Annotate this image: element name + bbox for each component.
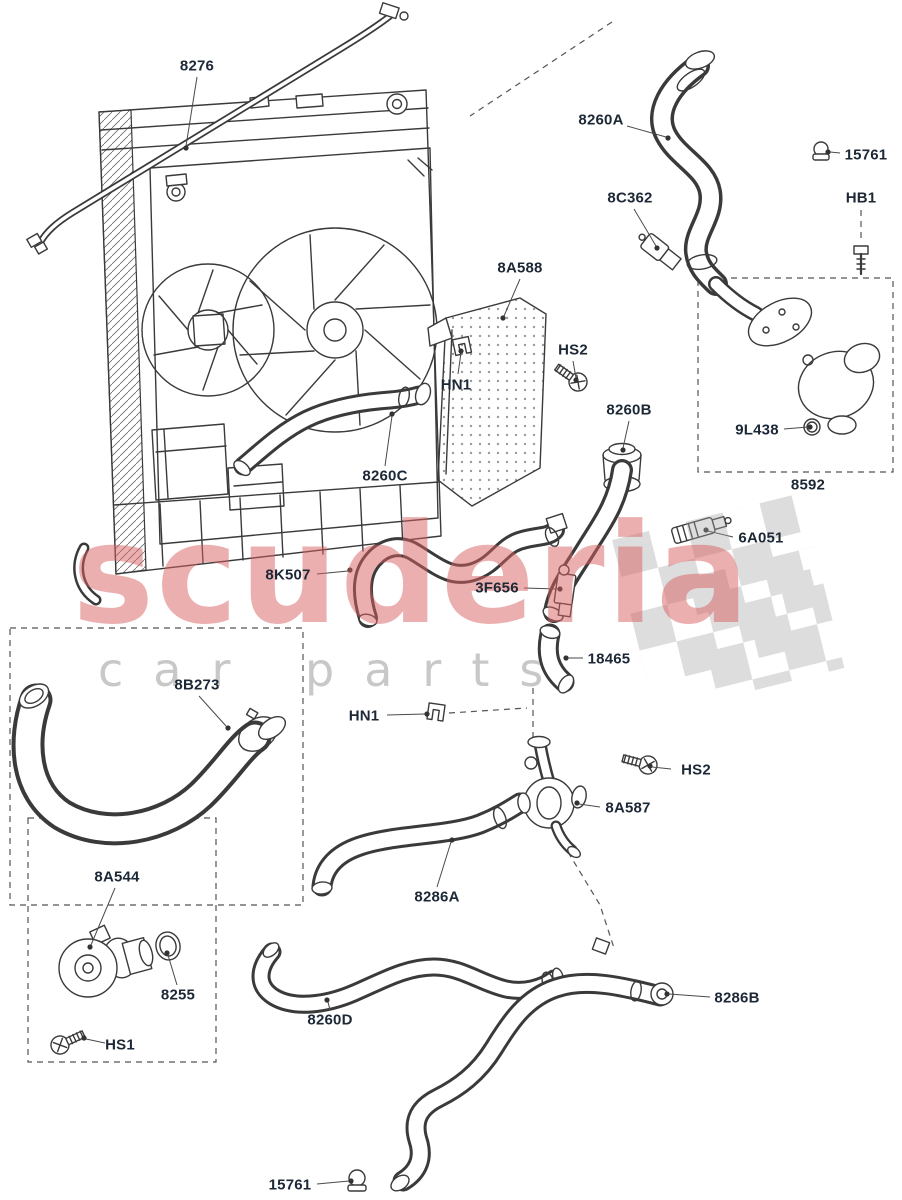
plug-15761-top [812, 141, 830, 161]
clip-hn1-bottom [426, 702, 446, 722]
pump-8a544 [58, 924, 154, 998]
bolt-hs1 [47, 1025, 89, 1058]
hose-8260c [233, 382, 432, 477]
valve-3f656 [553, 564, 577, 618]
bolt-hb1 [853, 245, 869, 276]
outlet-assembly-8592 [708, 276, 881, 436]
watermark-brand-text: scuderia [72, 494, 751, 655]
radiator-fan-assembly-drawing [73, 89, 442, 606]
watermark-flag-icon [612, 495, 845, 700]
valve-unit-8a587 [517, 735, 587, 859]
hose-8260d [251, 942, 565, 1014]
hose-8260a [650, 50, 728, 296]
hose-8286a [311, 792, 531, 897]
hose-8286b [390, 937, 674, 1192]
oring-8255 [155, 931, 181, 961]
hose-8k507 [352, 512, 568, 628]
elbow-18465 [537, 623, 575, 694]
bracket-8a588 [427, 297, 547, 507]
screw-hs2-top [550, 359, 592, 396]
screw-hs2-bottom [619, 748, 660, 777]
hose-8b273 [11, 683, 287, 846]
pipe-8276 [26, 2, 409, 255]
watermark-subtitle-text: car parts [98, 643, 573, 697]
